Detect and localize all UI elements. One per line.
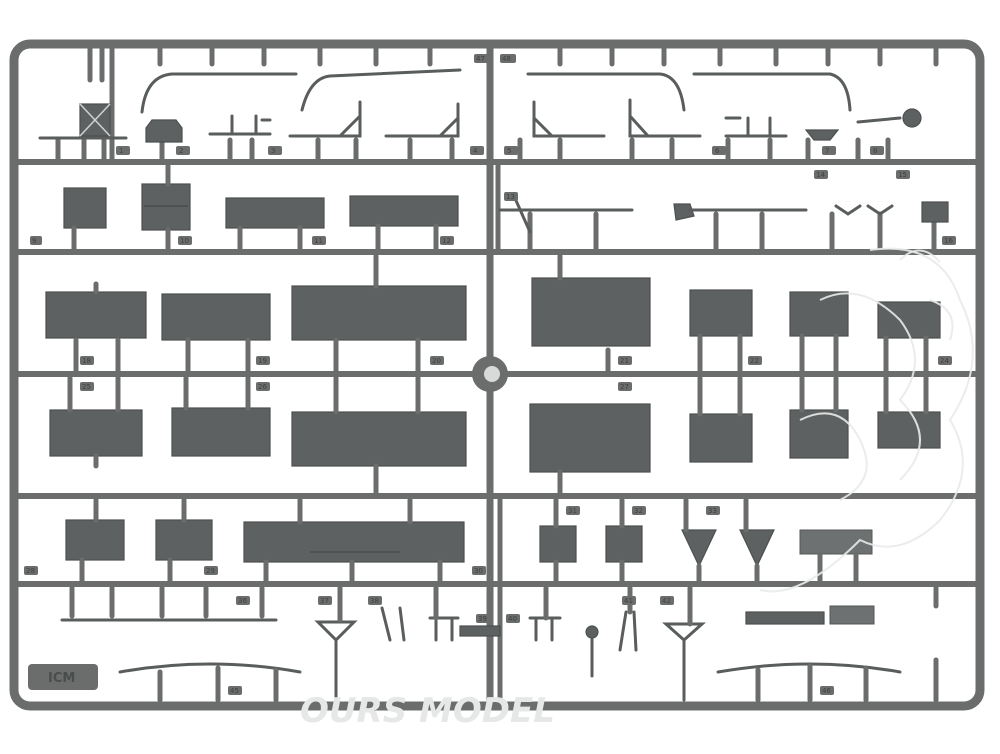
part-number: 7: [825, 147, 829, 155]
panel-part: [877, 301, 941, 339]
shovel-part: [673, 203, 695, 221]
part-number: 1: [119, 147, 123, 155]
funnel-part: [739, 529, 775, 568]
long-panel-part: [243, 521, 465, 563]
part-number: 24: [940, 357, 949, 365]
box-part: [155, 519, 213, 561]
part-number: 40: [508, 615, 517, 623]
row-3-tags: 18 19 20 21 22 24: [80, 356, 952, 365]
panel-part: [789, 291, 849, 337]
long-box-part: [349, 195, 459, 227]
part-number: 29: [206, 567, 215, 575]
panel-part: [291, 285, 467, 341]
part-number: 26: [258, 383, 267, 391]
part-number: 15: [898, 171, 907, 179]
part-number: 36: [238, 597, 247, 605]
part-number: 8: [873, 147, 877, 155]
box-part: [63, 187, 107, 229]
bracket-part: [829, 605, 875, 625]
part-number: 14: [816, 171, 825, 179]
cup-part: [804, 129, 840, 141]
part-number: 19: [258, 357, 267, 365]
part-number: 9: [32, 237, 36, 245]
row-3-parts: [45, 253, 941, 375]
row-2-tags: 9 10 11 12 13 14 15 16: [30, 170, 956, 245]
part-number: 22: [750, 357, 759, 365]
part-number: 18: [82, 357, 91, 365]
knob-part: [902, 108, 922, 128]
part-number: 2: [179, 147, 183, 155]
part-number: 5: [507, 147, 511, 155]
gate-stubs: [55, 45, 939, 163]
plate-part: [921, 201, 949, 223]
bracket-part: [145, 119, 183, 143]
funnel-part: [681, 529, 717, 568]
part-number: 39: [478, 615, 487, 623]
frame-part: [799, 529, 873, 555]
part-number: 6: [715, 147, 720, 155]
rod-part: [745, 611, 825, 625]
row-6-tags: 36 37 38 39 40 41 42 45 46: [228, 596, 834, 695]
panel-part: [689, 413, 753, 463]
part-number: 20: [432, 357, 441, 365]
panel-part: [689, 289, 753, 337]
brand-logo-text: ICM: [48, 671, 75, 686]
panel-part: [877, 411, 941, 449]
panel-part: [49, 409, 143, 457]
part-number: 13: [506, 193, 515, 201]
box-part: [141, 183, 191, 231]
panel-part: [171, 407, 271, 457]
rod-part: [459, 625, 501, 637]
part-number: 10: [180, 237, 189, 245]
part-number: 16: [944, 237, 953, 245]
part-number: 41: [624, 597, 633, 605]
sprue-frame: [9, 39, 985, 711]
part-number: 21: [620, 357, 629, 365]
row-5-tags: 28 29 30 31 32 33: [24, 506, 720, 575]
row-1-tags: 1 2 3 4 5 6 7 8 47 48: [116, 54, 884, 155]
panel-part: [291, 411, 467, 467]
part-number: 27: [620, 383, 629, 391]
row-2-parts: [63, 163, 949, 253]
part-number: 47: [476, 55, 485, 63]
row-4-parts: [49, 375, 941, 497]
row-6-parts: [60, 585, 939, 703]
ball-part: [585, 625, 599, 639]
part-number: 11: [314, 237, 323, 245]
row-5-parts: [65, 497, 873, 585]
part-number: 12: [442, 237, 451, 245]
can-part: [539, 525, 577, 563]
part-number: 28: [26, 567, 35, 575]
row-4-tags: 25 26 27: [80, 382, 632, 391]
brand-logo: ICM: [28, 664, 98, 690]
box-part: [65, 519, 125, 561]
part-number: 48: [502, 55, 511, 63]
panel-part: [789, 409, 849, 459]
part-number: 33: [708, 507, 717, 515]
part-number: 3: [271, 147, 275, 155]
can-part: [605, 525, 643, 563]
row-1-parts: [38, 68, 922, 143]
part-number: 37: [320, 597, 329, 605]
part-number: 38: [370, 597, 379, 605]
part-number: 46: [822, 687, 831, 695]
panel-part: [529, 403, 651, 473]
watermark-text: OURS MODEL: [300, 691, 555, 731]
panel-part: [45, 291, 147, 339]
part-number: 25: [82, 383, 91, 391]
part-number: 45: [230, 687, 239, 695]
long-box-part: [225, 197, 325, 229]
part-number: 31: [568, 507, 577, 515]
watermark: OURS MODEL: [300, 247, 974, 731]
part-number: 30: [474, 567, 483, 575]
part-number: 42: [662, 597, 671, 605]
part-number: 32: [634, 507, 643, 515]
part-number: 4: [473, 147, 478, 155]
panel-part: [531, 277, 651, 347]
panel-part: [161, 293, 271, 341]
